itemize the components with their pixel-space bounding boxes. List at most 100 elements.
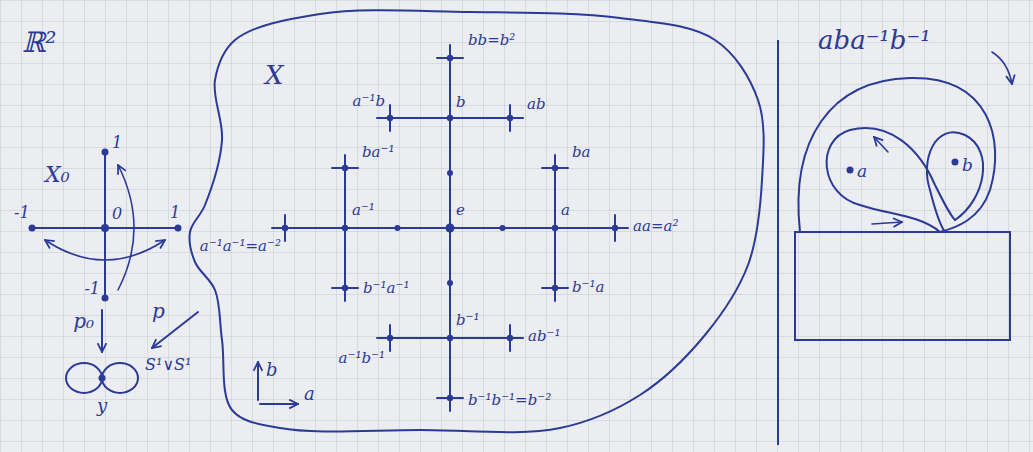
graph-edge bbox=[554, 228, 556, 288]
vertex-label: ab bbox=[527, 96, 546, 113]
graph-vertex bbox=[507, 335, 513, 341]
axis-label: a bbox=[304, 384, 315, 404]
projection-arrows-part bbox=[101, 310, 103, 352]
graph-vertex bbox=[552, 225, 558, 231]
cross-x0 bbox=[32, 152, 178, 298]
graph-edge bbox=[450, 117, 510, 119]
divider bbox=[777, 40, 779, 445]
graph-edge bbox=[285, 227, 345, 229]
space-label: S¹∨S¹ bbox=[145, 356, 191, 374]
graph-edge bbox=[449, 58, 451, 118]
point-label: y bbox=[97, 396, 107, 416]
vertex-label: b bbox=[456, 94, 466, 111]
cross-dots-part bbox=[175, 225, 182, 232]
space-label: X₀ bbox=[45, 163, 69, 187]
vertex-label: b⁻¹a⁻¹ bbox=[363, 280, 409, 297]
vertex-label: a⁻¹a⁻¹=a⁻² bbox=[200, 238, 281, 255]
loop-word: aba⁻¹b⁻¹ bbox=[818, 26, 931, 55]
graph-edge bbox=[390, 117, 450, 119]
axis-arrows bbox=[258, 362, 298, 404]
commutator-loop-part bbox=[992, 52, 1012, 84]
coordinate-label: -1 bbox=[84, 280, 100, 298]
axis-arrows-part bbox=[260, 403, 298, 405]
vertex-label: b⁻¹a bbox=[572, 279, 604, 296]
coordinate-label: -1 bbox=[14, 204, 30, 222]
puncture-label: b bbox=[962, 156, 973, 175]
vertex-label: a bbox=[561, 202, 570, 219]
graph-vertex bbox=[552, 285, 558, 291]
vertex-label: a⁻¹b bbox=[353, 93, 385, 110]
cross-dots-part bbox=[101, 224, 109, 232]
figure-eight-part bbox=[66, 363, 102, 393]
graph-vertex bbox=[342, 225, 348, 231]
vertex-label: e bbox=[456, 202, 465, 219]
commutator-loop-part bbox=[827, 128, 955, 232]
plane-label: ℝ² bbox=[22, 28, 57, 59]
figure-eight-part bbox=[102, 363, 138, 393]
graph-vertex bbox=[447, 170, 453, 176]
graph-edge bbox=[390, 337, 450, 339]
origin-label: 0 bbox=[112, 205, 122, 223]
graph-vertex bbox=[282, 225, 288, 231]
commutator-loop-part bbox=[798, 78, 995, 232]
vertex-label: ba bbox=[572, 144, 591, 161]
vertex-label: b⁻¹b⁻¹=b⁻² bbox=[468, 392, 551, 409]
base-point bbox=[99, 375, 106, 382]
graph-vertex bbox=[612, 225, 618, 231]
graph-vertex bbox=[507, 115, 513, 121]
vertex-label: ab⁻¹ bbox=[528, 328, 560, 345]
commutator-loop-part bbox=[872, 222, 902, 224]
graph-edge bbox=[344, 228, 346, 288]
vertex-label: bb=b² bbox=[468, 32, 515, 49]
graph-edge bbox=[554, 168, 556, 228]
commutator-loop bbox=[795, 52, 1012, 340]
puncture-label: a bbox=[857, 162, 867, 181]
commutator-loop-part bbox=[795, 232, 1010, 340]
vertex-label: aa=a² bbox=[633, 218, 678, 235]
axis-label: b bbox=[266, 360, 278, 380]
region-outline-path bbox=[190, 10, 764, 432]
graph-vertex bbox=[447, 55, 453, 61]
vertex-label: b⁻¹ bbox=[456, 312, 480, 329]
graph-edge bbox=[555, 227, 615, 229]
cross-x0-part bbox=[118, 165, 134, 290]
graph-edge bbox=[449, 338, 451, 398]
graph-vertex bbox=[447, 115, 453, 121]
cross-dots bbox=[29, 149, 182, 302]
coordinate-label: 1 bbox=[170, 204, 180, 222]
graph-vertex bbox=[446, 224, 455, 233]
cross-x0-part bbox=[45, 240, 165, 260]
region-label: X bbox=[265, 61, 284, 90]
graph-vertex bbox=[447, 395, 453, 401]
graph-vertex bbox=[342, 165, 348, 171]
vertex-label: a⁻¹b⁻¹ bbox=[339, 350, 385, 367]
map-label: p₀ bbox=[73, 310, 94, 332]
axis-arrows-part bbox=[257, 362, 259, 400]
puncture-dots-part bbox=[847, 167, 854, 174]
graph-edge bbox=[450, 337, 510, 339]
graph-vertex bbox=[387, 335, 393, 341]
graph-vertex bbox=[395, 225, 401, 231]
graph-vertex bbox=[447, 335, 453, 341]
figure-eight bbox=[66, 363, 138, 393]
graph-vertex bbox=[500, 225, 506, 231]
commutator-loop-part bbox=[927, 132, 983, 232]
commutator-loop-part bbox=[874, 137, 888, 152]
cross-dots-part bbox=[102, 295, 109, 302]
cayley-graph bbox=[272, 45, 628, 411]
graph-vertex bbox=[387, 115, 393, 121]
vertex-label: a⁻¹ bbox=[352, 202, 375, 219]
vertex-label: ba⁻¹ bbox=[362, 144, 394, 161]
map-label: p bbox=[152, 300, 165, 322]
cross-dots-part bbox=[29, 225, 36, 232]
graph-vertex bbox=[447, 280, 453, 286]
graph-vertex bbox=[342, 285, 348, 291]
graph-vertex bbox=[552, 165, 558, 171]
projection-arrows bbox=[102, 310, 198, 352]
coordinate-label: 1 bbox=[112, 134, 122, 152]
puncture-dots-part bbox=[952, 159, 959, 166]
graph-edge bbox=[344, 168, 346, 228]
